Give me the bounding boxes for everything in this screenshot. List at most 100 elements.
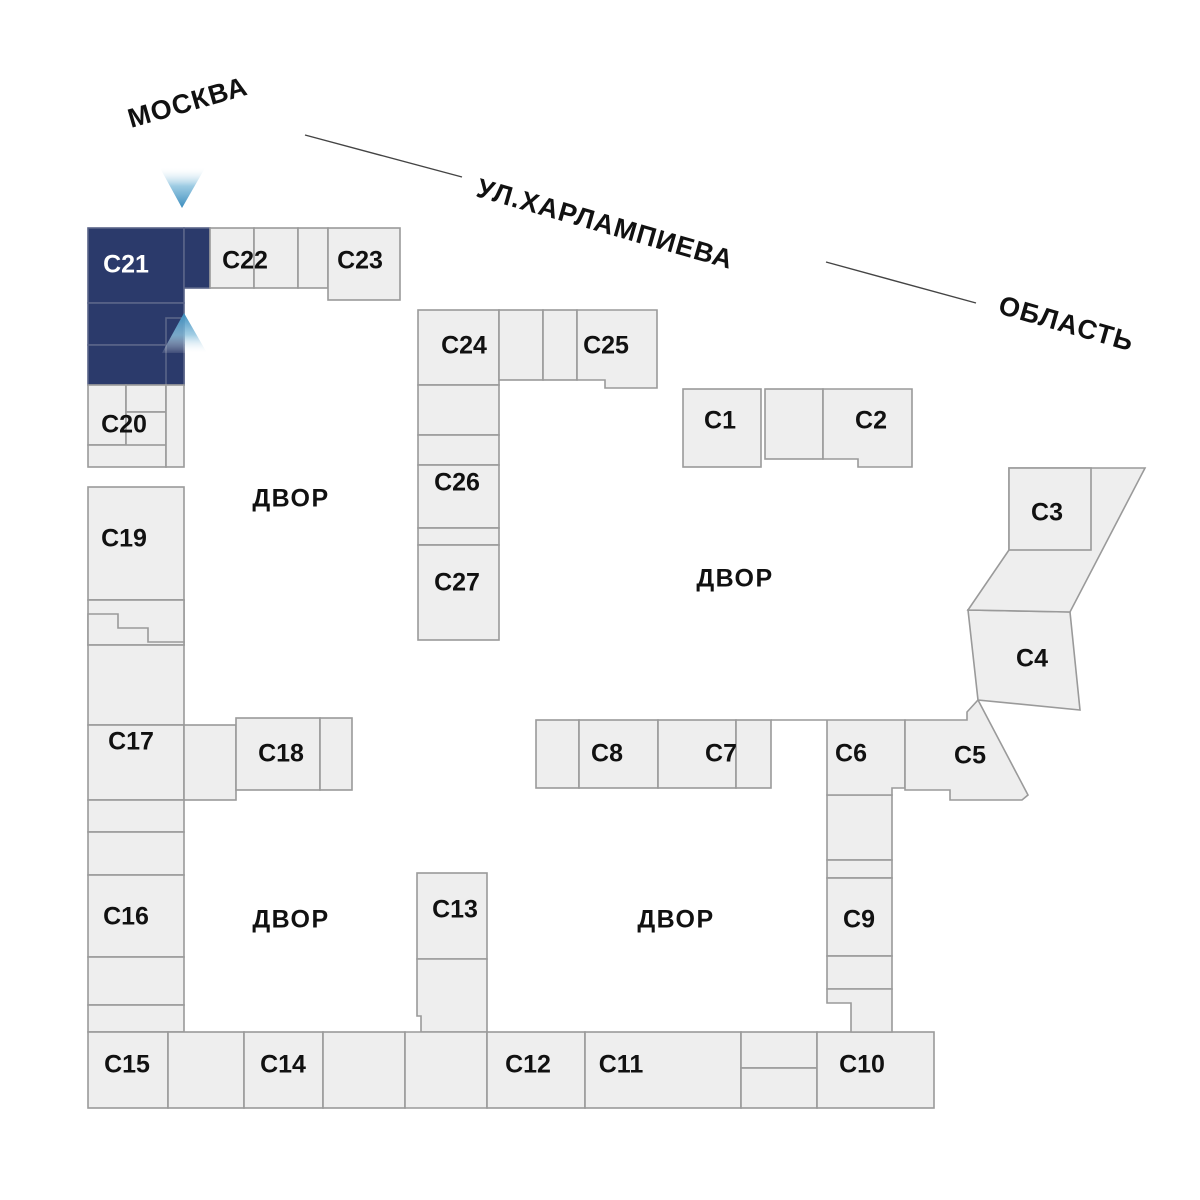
building-C13-segment-b[interactable]	[416, 958, 488, 1033]
building-group-C14[interactable]: C14	[243, 1031, 406, 1109]
building-group-C18[interactable]: C18	[235, 717, 353, 791]
building-group-C9[interactable]: C9	[826, 794, 893, 1033]
building-C16-segment-e[interactable]	[87, 1004, 185, 1033]
building-group-C26[interactable]: C26	[417, 384, 500, 529]
building-group-C13[interactable]: C13	[416, 872, 488, 1033]
building-group-C15[interactable]: C15	[87, 1031, 245, 1109]
building-C26-segment-b[interactable]	[417, 434, 500, 466]
building-C8-segment-a[interactable]	[535, 719, 580, 789]
yard-label-sw: ДВОР	[252, 906, 329, 934]
building-label-C8: C8	[591, 740, 623, 768]
building-C18-segment-a[interactable]	[235, 717, 321, 791]
building-C3-segment-b[interactable]	[1008, 467, 1092, 551]
building-group-C8[interactable]: C8	[535, 719, 659, 789]
building-group-C16[interactable]: C16	[87, 799, 185, 1033]
building-label-C4: C4	[1016, 645, 1048, 673]
building-C9-segment-b[interactable]	[826, 859, 893, 879]
building-C17-segment-b[interactable]	[87, 724, 185, 801]
building-C24-segment-a[interactable]	[417, 309, 500, 386]
building-C16-segment-c[interactable]	[87, 874, 185, 958]
building-C7-segment-b[interactable]	[735, 719, 772, 789]
building-C12-segment-b[interactable]	[486, 1031, 586, 1109]
building-label-C9: C9	[843, 906, 875, 934]
building-C26-segment-a[interactable]	[417, 384, 500, 436]
building-group-C21[interactable]: C21	[87, 227, 211, 386]
building-group-C4[interactable]: C4	[967, 609, 1081, 711]
building-C16-segment-d[interactable]	[87, 956, 185, 1006]
building-label-C26: C26	[434, 469, 480, 497]
building-label-C14: C14	[260, 1051, 306, 1079]
building-C9-segment-e[interactable]	[826, 988, 893, 1033]
building-C23-segment-b[interactable]	[327, 227, 401, 301]
building-group-C24[interactable]: C24	[417, 309, 544, 386]
building-C9-segment-a[interactable]	[826, 794, 893, 861]
building-group-C1[interactable]: C1	[682, 388, 762, 468]
building-label-C13: C13	[432, 896, 478, 924]
building-C21-segment-b[interactable]	[183, 227, 211, 289]
building-C22-segment-b[interactable]	[253, 227, 299, 289]
yard-label-nw: ДВОР	[252, 485, 329, 513]
building-C2-segment-b[interactable]	[822, 388, 913, 468]
building-group-C6[interactable]: C6	[771, 719, 906, 796]
building-label-C15: C15	[104, 1051, 150, 1079]
street-label-name: УЛ.ХАРЛАМПИЕВА	[473, 173, 736, 275]
building-group-C20[interactable]: C20	[87, 384, 185, 468]
building-group-C19[interactable]: C19	[87, 486, 185, 646]
building-C17-segment-a[interactable]	[87, 644, 185, 726]
building-C9-segment-d[interactable]	[826, 955, 893, 990]
building-C22-segment-a[interactable]	[209, 227, 255, 289]
building-label-C1: C1	[704, 407, 736, 435]
building-label-C16: C16	[103, 903, 149, 931]
building-C7-segment-a[interactable]	[657, 719, 737, 789]
arrow-up-icon	[162, 313, 207, 353]
building-C14-segment-a[interactable]	[243, 1031, 324, 1109]
building-C14-segment-b[interactable]	[322, 1031, 406, 1109]
building-C27-segment-b[interactable]	[417, 544, 500, 641]
building-C16-segment-a[interactable]	[87, 799, 185, 833]
building-C12-segment-a[interactable]	[404, 1031, 488, 1109]
building-group-C17[interactable]: C17	[87, 644, 237, 801]
building-C25-segment-a[interactable]	[542, 309, 578, 381]
building-C11-segment-c[interactable]	[740, 1067, 818, 1109]
building-group-C7[interactable]: C7	[657, 719, 772, 789]
building-C21-segment-a[interactable]	[87, 227, 185, 304]
building-C13-segment-a[interactable]	[416, 872, 488, 960]
building-group-C11[interactable]: C11	[584, 1031, 818, 1109]
building-C8-segment-b[interactable]	[578, 719, 659, 789]
building-group-C2[interactable]: C2	[764, 388, 913, 468]
building-C24-segment-b[interactable]	[498, 309, 544, 381]
building-label-C25: C25	[583, 332, 629, 360]
building-C17-segment-c[interactable]	[183, 724, 237, 801]
building-C16-segment-b[interactable]	[87, 831, 185, 876]
building-C15-segment-b[interactable]	[167, 1031, 245, 1109]
building-C1-segment-a[interactable]	[682, 388, 762, 468]
building-C15-segment-a[interactable]	[87, 1031, 169, 1109]
building-C10-segment-a[interactable]	[816, 1031, 935, 1109]
building-C18-segment-b[interactable]	[319, 717, 353, 791]
building-C23-segment-a[interactable]	[297, 227, 329, 289]
building-C20-segment-b[interactable]	[125, 384, 167, 413]
building-label-C12: C12	[505, 1051, 551, 1079]
building-group-C12[interactable]: C12	[404, 1031, 586, 1109]
building-label-C18: C18	[258, 740, 304, 768]
building-group-C23[interactable]: C23	[297, 227, 401, 301]
building-group-C25[interactable]: C25	[542, 309, 658, 389]
building-C25-segment-b[interactable]	[576, 309, 658, 389]
building-group-C5[interactable]: C5	[904, 698, 1030, 801]
building-C11-segment-b[interactable]	[740, 1031, 818, 1069]
building-group-C22[interactable]: C22	[209, 227, 299, 289]
building-group-C3[interactable]: C3	[966, 467, 1147, 613]
building-C5-segment-a[interactable]	[904, 698, 1030, 801]
building-group-C27[interactable]: C27	[417, 527, 500, 641]
building-C19-segment-a[interactable]	[87, 486, 185, 601]
street-label-moscow: МОСКВА	[124, 71, 251, 134]
building-label-C27: C27	[434, 569, 480, 597]
building-C20-segment-d[interactable]	[87, 444, 167, 468]
building-C2-segment-a[interactable]	[764, 388, 824, 460]
building-C20-segment-e[interactable]	[165, 384, 185, 468]
building-C11-segment-a[interactable]	[584, 1031, 742, 1109]
building-C9-segment-c[interactable]	[826, 877, 893, 957]
building-group-C10[interactable]: C10	[816, 1031, 935, 1109]
building-C27-segment-a[interactable]	[417, 527, 500, 546]
